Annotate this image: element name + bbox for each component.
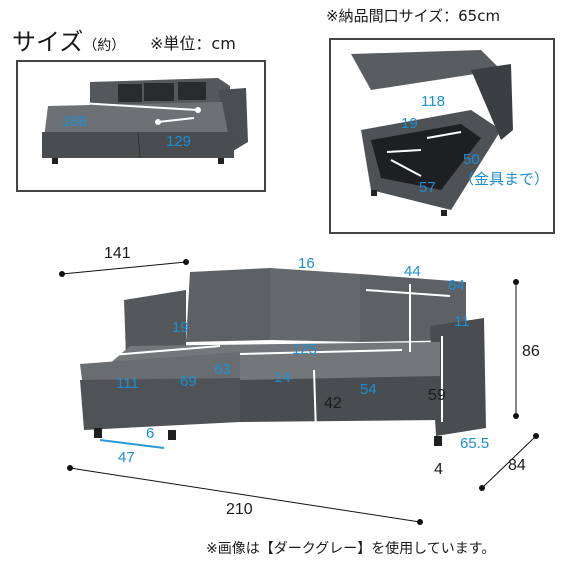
page-title: サイズ（約） [12,28,126,56]
seat-height-label: 42 [324,395,342,412]
cushion-thickness-label: 16 [298,255,315,272]
bed-length-label: 188 [62,113,87,130]
chaise-depth-label: 111 [116,375,139,392]
total-height-label: 86 [522,343,540,360]
inner-width-label: 57 [419,179,436,196]
under-clearance-label: 65.5 [460,435,489,452]
back-cushion-width-label: 44 [404,263,421,280]
seat-width-label: 125 [292,341,317,358]
seat-depth-label: 54 [360,381,377,398]
chaise-width-label: 141 [104,245,131,262]
total-depth-label: 84 [508,457,526,474]
storage-illustration: 118 19 50 （金具まで） 57 [351,50,549,216]
chaise-seat-width-label: 63 [214,361,231,378]
delivery-opening-note: ※納品間口サイズ：65cm [326,7,501,25]
image-color-note: ※画像は【ダークグレー】を使用しています。 [206,541,496,557]
lid-depth-label: 118 [421,93,445,110]
seat-cushion-thickness-label: 14 [274,369,291,386]
arm-height-label: 59 [428,387,446,404]
leg-height-label: 6 [146,425,154,442]
leg-clearance-label: 4 [434,461,443,478]
bed-mode-panel: 188 129 [16,60,266,192]
lid-height-label: 19 [401,115,418,132]
unit-note: ※単位：cm [150,34,236,53]
chaise-seat-depth-label: 69 [180,373,197,390]
bed-width-label: 129 [166,133,191,150]
leg-pitch-label: 47 [118,449,135,466]
bed-mode-illustration: 188 129 [42,78,248,164]
back-cushion-height-label: 64 [448,277,465,294]
inner-length-note: （金具まで） [459,171,549,188]
armrest-height-label: 19 [172,319,189,336]
storage-panel: 118 19 50 （金具まで） 57 [329,38,555,234]
armrest-width-label: 11 [454,313,470,330]
inner-length-label: 50 [463,151,480,168]
total-width-label: 210 [226,501,253,518]
